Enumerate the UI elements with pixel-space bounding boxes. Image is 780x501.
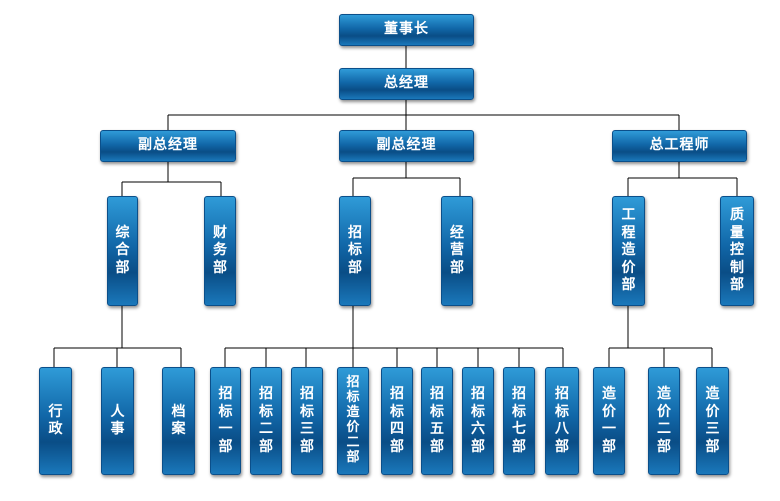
node-quality-dept: 质量控制部	[720, 196, 754, 306]
node-cost-dept-label: 工程造价部	[621, 207, 636, 294]
node-bid-4-label: 招标四部	[389, 386, 404, 455]
node-chairman: 董事长	[339, 14, 474, 46]
node-cost-2: 造价二部	[648, 367, 680, 475]
node-bid-2-label: 招标二部	[258, 386, 273, 455]
node-cost-3-label: 造价三部	[705, 386, 720, 455]
node-cost-dept: 工程造价部	[612, 196, 645, 306]
node-cost-3: 造价三部	[696, 367, 729, 475]
node-general-dept-label: 综合部	[115, 224, 130, 276]
node-finance-dept: 财务部	[204, 196, 236, 306]
node-archives: 档案	[162, 367, 195, 475]
node-bid-4: 招标四部	[381, 367, 413, 475]
node-bid-5: 招标五部	[421, 367, 453, 475]
node-bid-3: 招标三部	[291, 367, 323, 475]
node-admin-label: 行政	[48, 403, 63, 438]
node-bid-6: 招标六部	[462, 367, 494, 475]
node-general-dept: 综合部	[107, 196, 138, 306]
node-cost-2-label: 造价二部	[656, 386, 671, 455]
node-cost-1-label: 造价一部	[601, 386, 616, 455]
node-bid-8: 招标八部	[545, 367, 579, 475]
node-bidding-dept: 招标部	[339, 196, 371, 306]
node-bid-8-label: 招标八部	[554, 386, 569, 455]
node-archives-label: 档案	[171, 403, 186, 438]
node-bid-2: 招标二部	[250, 367, 282, 475]
node-bid-cost-2: 招标造价二部	[337, 367, 369, 475]
node-admin: 行政	[39, 367, 72, 475]
node-hr: 人事	[101, 367, 134, 475]
node-bid-6-label: 招标六部	[470, 386, 485, 455]
node-vp-center: 副总经理	[339, 130, 474, 162]
node-vp-left: 副总经理	[100, 130, 236, 162]
node-bid-7: 招标七部	[503, 367, 535, 475]
node-finance-dept-label: 财务部	[212, 224, 227, 276]
node-chief-engineer: 总工程师	[612, 130, 747, 162]
node-operations-dept-label: 经营部	[449, 224, 464, 276]
node-bid-1-label: 招标一部	[218, 386, 233, 455]
node-bid-7-label: 招标七部	[511, 386, 526, 455]
node-operations-dept: 经营部	[441, 196, 473, 306]
node-bidding-dept-label: 招标部	[347, 224, 362, 276]
node-bid-3-label: 招标三部	[299, 386, 314, 455]
node-bid-cost-2-label: 招标造价二部	[346, 375, 360, 465]
node-general-manager: 总经理	[339, 68, 474, 100]
node-hr-label: 人事	[110, 403, 125, 438]
node-bid-1: 招标一部	[210, 367, 241, 475]
node-cost-1: 造价一部	[593, 367, 625, 475]
node-quality-dept-label: 质量控制部	[729, 207, 744, 294]
node-bid-5-label: 招标五部	[429, 386, 444, 455]
